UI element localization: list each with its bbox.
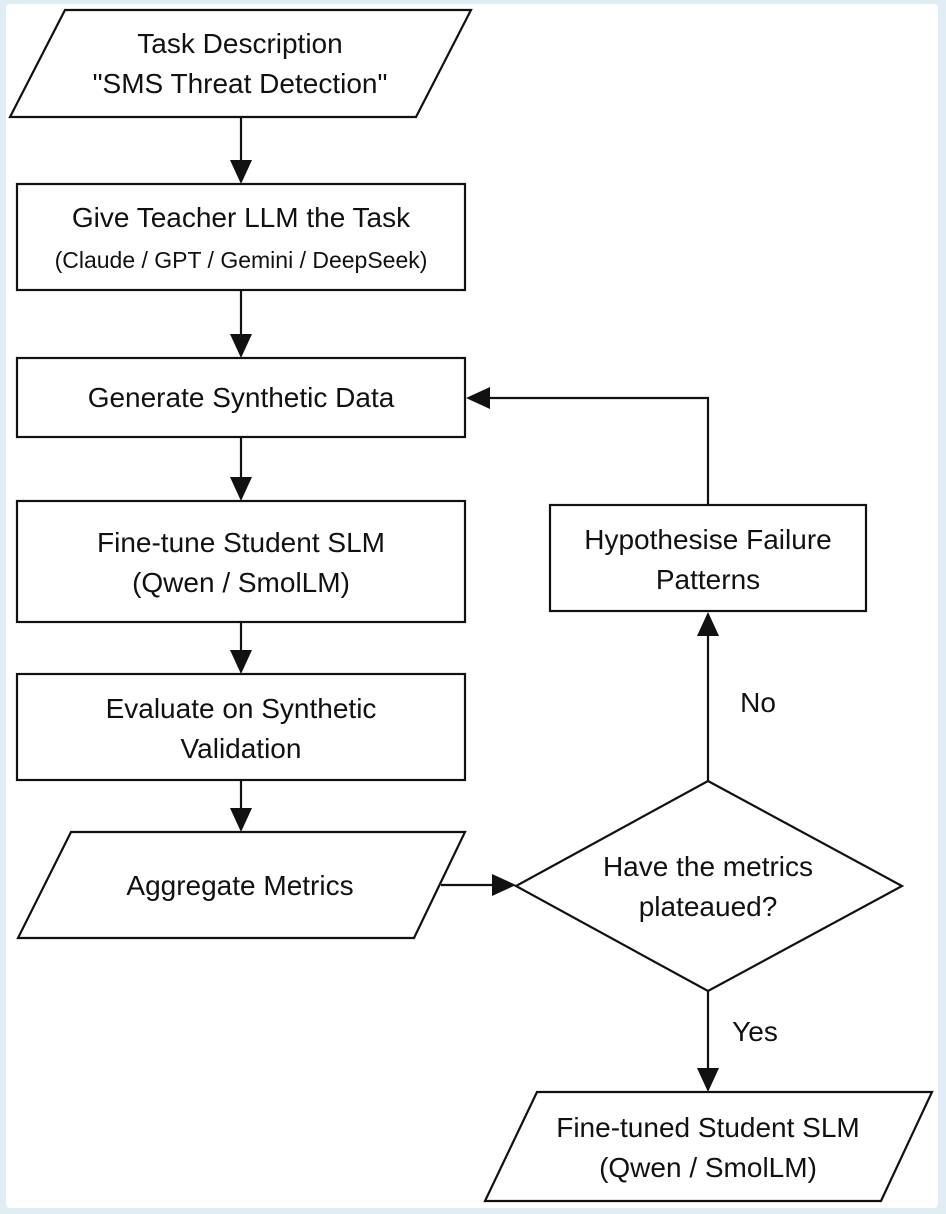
arrowhead-decision-to-hypothesise <box>697 612 719 636</box>
node-task-description: Task Description "SMS Threat Detection" <box>8 8 473 119</box>
arrowhead-decision-to-output <box>697 1068 719 1092</box>
output-title: Fine-tuned Student SLM <box>556 1112 860 1143</box>
arrowhead-teacher-to-generate <box>230 334 252 358</box>
node-give-teacher: Give Teacher LLM the Task (Claude / GPT … <box>15 182 467 292</box>
output-models: (Qwen / SmolLM) <box>599 1152 817 1183</box>
edge-hypothesise-to-generate <box>482 396 710 505</box>
node-hypothesise: Hypothesise Failure Patterns <box>548 503 868 613</box>
node-evaluate: Evaluate on Synthetic Validation <box>15 672 467 782</box>
fine-tune-shape <box>15 499 467 624</box>
arrowhead-aggregate-to-decision <box>492 874 516 896</box>
hypothesise-subtitle: Patterns <box>656 564 760 595</box>
hypothesise-shape <box>548 503 868 613</box>
decision-question-line2: plateaued? <box>639 891 778 922</box>
task-description-subtitle: "SMS Threat Detection" <box>93 68 388 99</box>
node-decision: Have the metrics plateaued? <box>513 779 905 993</box>
edge-label-yes: Yes <box>732 1016 778 1047</box>
fine-tune-title: Fine-tune Student SLM <box>97 527 385 558</box>
node-fine-tune: Fine-tune Student SLM (Qwen / SmolLM) <box>15 499 467 624</box>
aggregate-title: Aggregate Metrics <box>126 870 353 901</box>
evaluate-shape <box>15 672 467 782</box>
hypothesise-title: Hypothesise Failure <box>584 524 831 555</box>
evaluate-title: Evaluate on Synthetic <box>106 693 377 724</box>
edge-label-no: No <box>740 687 776 718</box>
node-aggregate: Aggregate Metrics <box>16 830 467 940</box>
give-teacher-shape <box>15 182 467 292</box>
node-output: Fine-tuned Student SLM (Qwen / SmolLM) <box>483 1090 934 1203</box>
node-generate-data: Generate Synthetic Data <box>15 356 467 439</box>
arrowhead-task-to-teacher <box>230 160 252 184</box>
decision-shape <box>513 779 905 993</box>
decision-question-line1: Have the metrics <box>603 851 813 882</box>
give-teacher-models: (Claude / GPT / Gemini / DeepSeek) <box>55 247 428 273</box>
evaluate-subtitle: Validation <box>181 733 302 764</box>
generate-data-shape <box>15 356 467 439</box>
arrowhead-generate-to-finetune <box>230 477 252 501</box>
arrowhead-hypothesise-to-generate <box>466 387 490 409</box>
give-teacher-title: Give Teacher LLM the Task <box>72 202 411 233</box>
generate-data-title: Generate Synthetic Data <box>88 382 395 413</box>
task-description-shape <box>8 8 473 119</box>
fine-tune-models: (Qwen / SmolLM) <box>132 567 350 598</box>
arrowhead-finetune-to-evaluate <box>230 650 252 674</box>
task-description-title: Task Description <box>137 28 342 59</box>
output-shape <box>483 1090 934 1203</box>
aggregate-shape <box>16 830 467 940</box>
arrowhead-evaluate-to-aggregate <box>230 808 252 832</box>
